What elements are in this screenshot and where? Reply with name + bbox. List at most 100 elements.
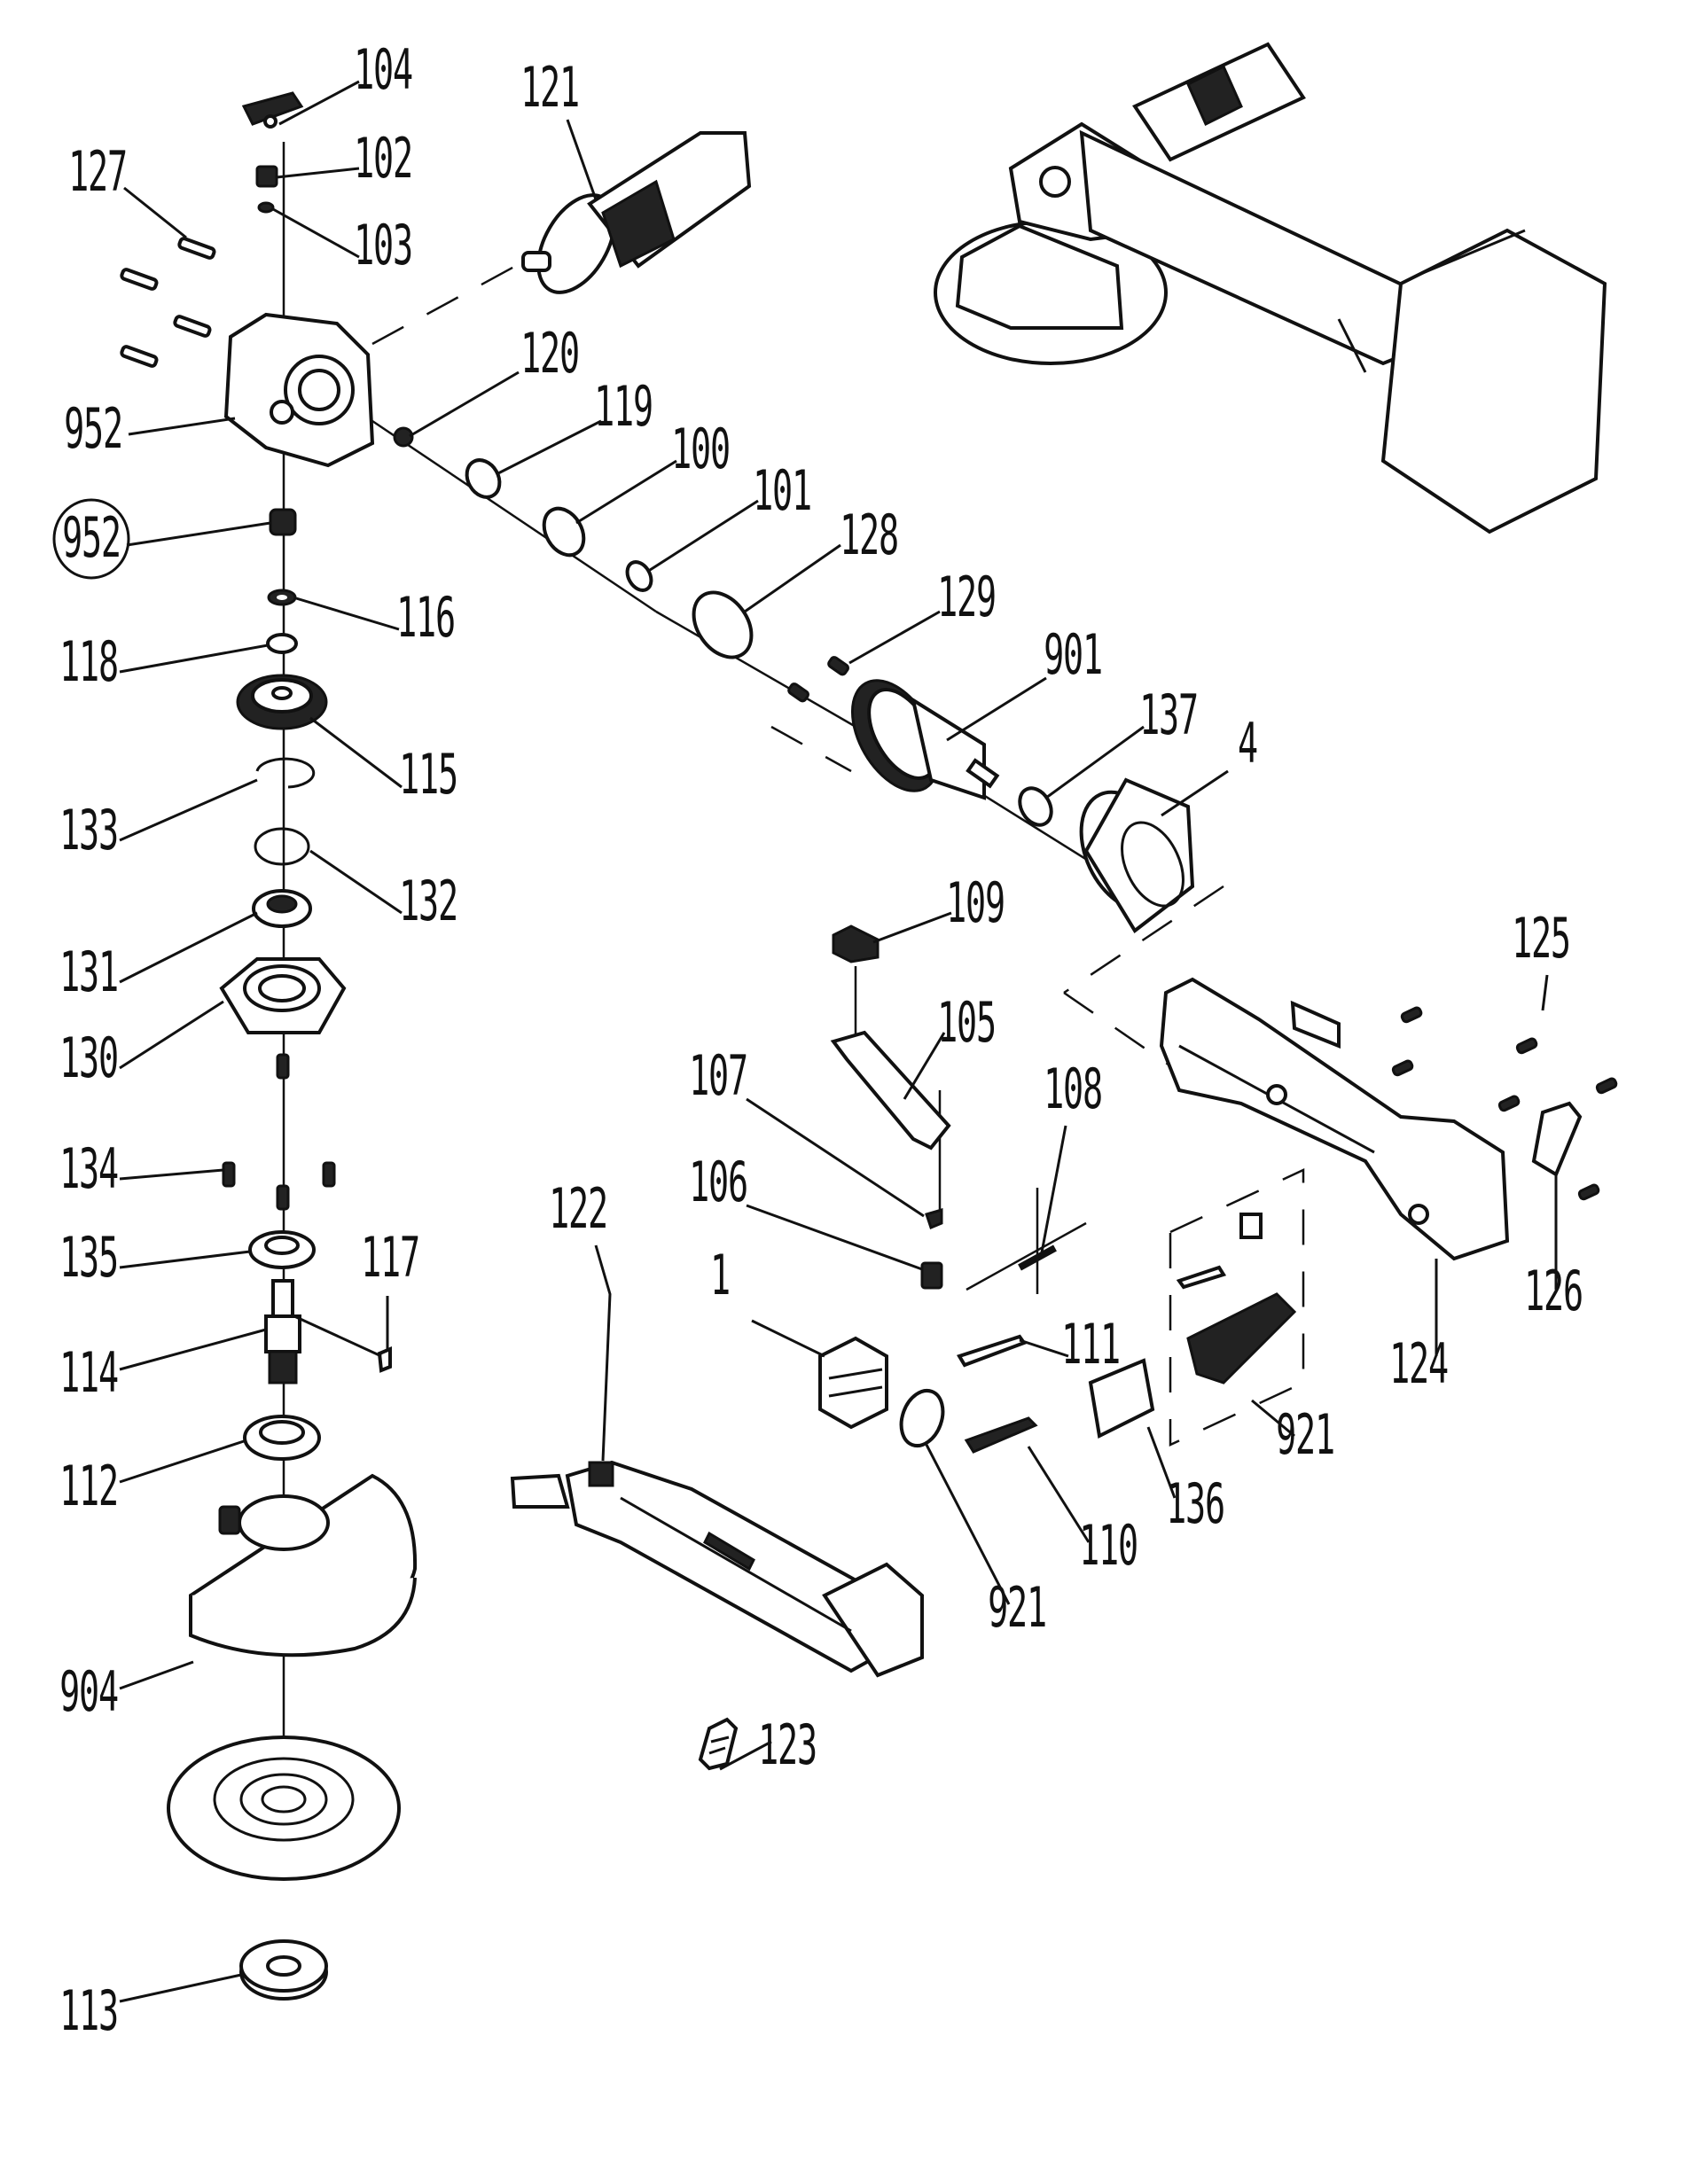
pcb-bracket-icon <box>956 1334 1028 1368</box>
callout-screws: 134 <box>59 1138 224 1202</box>
callout-bearing-plate: 128 <box>744 504 899 613</box>
part-number-label: 133 <box>59 800 118 863</box>
leader-line <box>119 1439 247 1484</box>
callout-bearing: 100 <box>575 418 731 525</box>
leader-line <box>409 370 520 438</box>
part-number-label: 129 <box>937 566 996 630</box>
callout-spindle-lock-button: 104 <box>278 39 413 126</box>
part-number-label: 103 <box>354 214 412 278</box>
leader-line <box>575 459 677 525</box>
leader-line <box>272 207 360 259</box>
leader-line <box>496 419 602 476</box>
part-number-label: 109 <box>946 872 1005 936</box>
leader-line <box>1146 1426 1177 1499</box>
part-number-label: 112 <box>59 1455 118 1519</box>
part-number-label: 108 <box>1044 1058 1102 1122</box>
part-number-label: 130 <box>59 1027 118 1091</box>
leader-line <box>119 644 269 674</box>
callout-pcb-bracket: 111 <box>1019 1314 1121 1377</box>
needle-bearing-icon <box>269 508 297 536</box>
switch-icon <box>818 1336 888 1430</box>
callout-needle-bearing: 952 <box>52 498 271 580</box>
leader-line <box>119 778 258 842</box>
callout-stator: 4 <box>1161 713 1258 817</box>
callout-spindle: 114 <box>59 1328 267 1406</box>
assembled-grinder-illustration <box>934 42 1607 534</box>
callout-screws: 129 <box>848 566 997 665</box>
part-number-label: 111 <box>1061 1314 1120 1377</box>
leader-line <box>1161 769 1229 817</box>
callout-speed-dial: 921 <box>925 1444 1047 1641</box>
screws-134-icon <box>222 1053 336 1211</box>
part-number-label: 136 <box>1166 1473 1224 1537</box>
leader-line <box>566 119 598 200</box>
leader-line <box>119 1250 251 1269</box>
leader-line <box>744 543 841 613</box>
callout-wheel-guard: 904 <box>59 1661 194 1725</box>
label-circle <box>52 498 130 580</box>
callout-switch-rod: 105 <box>903 992 997 1100</box>
callout-indicator-lens: 123 <box>719 1714 817 1778</box>
part-number-label: 901 <box>1044 624 1102 688</box>
callout-spring: 107 <box>689 1045 925 1218</box>
callout-screws: 127 <box>68 141 187 239</box>
leader-line <box>128 417 236 436</box>
part-number-label: 100 <box>671 418 730 482</box>
part-number-label: 123 <box>758 1714 817 1778</box>
part-number-label: 119 <box>594 376 653 440</box>
leader-line <box>309 716 403 789</box>
leader-line <box>746 1204 923 1271</box>
callout-seal-washer: 135 <box>59 1227 251 1291</box>
callout-o-ring: 132 <box>309 849 458 934</box>
part-number-label: 120 <box>520 323 579 386</box>
part-number-label: 110 <box>1079 1515 1138 1579</box>
spindle-icon <box>271 1279 294 1318</box>
callout-bevel-gear: 115 <box>309 716 458 807</box>
stator-icon <box>1079 777 1195 933</box>
part-number-label: 113 <box>59 1980 118 2044</box>
callout-bearing: 137 <box>1045 684 1199 800</box>
callout-control-module: 921 <box>1251 1399 1335 1468</box>
callout-inner-flange: 112 <box>59 1439 247 1519</box>
part-number-label: 4 <box>1238 713 1257 776</box>
washer-101-icon <box>625 560 653 592</box>
callout-bearing-cover: 130 <box>59 1000 224 1091</box>
callout-labels: 1041021031271219529521201191001011281299… <box>52 39 1583 2044</box>
callout-key: 117 <box>361 1227 420 1352</box>
battery-terminal-icon <box>1088 1358 1155 1439</box>
part-number-label: 134 <box>59 1138 118 1202</box>
leader-line <box>848 610 941 665</box>
grinding-disc-icon <box>167 1736 401 1881</box>
right-housing-icon <box>1159 977 1510 1261</box>
part-number-label: 115 <box>399 744 457 807</box>
callout-switch: 1 <box>710 1244 825 1358</box>
spring-icon <box>255 165 278 188</box>
part-number-label: 1 <box>710 1244 730 1308</box>
callout-indicator-lens: 126 <box>1524 1174 1583 1324</box>
bearing-137-icon <box>1018 786 1053 827</box>
indicator-lens-123-icon <box>698 1717 739 1771</box>
switch-slider-icon <box>832 924 880 963</box>
callout-pin: 103 <box>272 207 413 278</box>
leader-line <box>746 1097 925 1218</box>
part-number-label: 921 <box>988 1577 1046 1641</box>
leader-line <box>309 849 403 915</box>
callout-spring: 102 <box>276 128 413 191</box>
screws-129-icon <box>827 656 849 676</box>
leader-line <box>119 1000 224 1070</box>
bearing-100-icon <box>542 506 586 558</box>
part-number-label: 132 <box>399 870 457 934</box>
label-plate-right-icon <box>1290 1000 1341 1049</box>
part-number-label: 105 <box>937 992 996 1056</box>
leader-line <box>123 186 187 239</box>
callout-battery-terminal: 136 <box>1146 1426 1225 1537</box>
control-module-icon <box>1169 1168 1305 1447</box>
screws-127-icon <box>120 237 216 368</box>
leader-line <box>872 911 952 944</box>
led-board-icon <box>964 1416 1038 1454</box>
spring-107-icon <box>925 1207 943 1230</box>
part-number-label: 904 <box>59 1661 118 1725</box>
leader-line <box>903 1032 946 1100</box>
o-ring-icon <box>254 827 310 866</box>
